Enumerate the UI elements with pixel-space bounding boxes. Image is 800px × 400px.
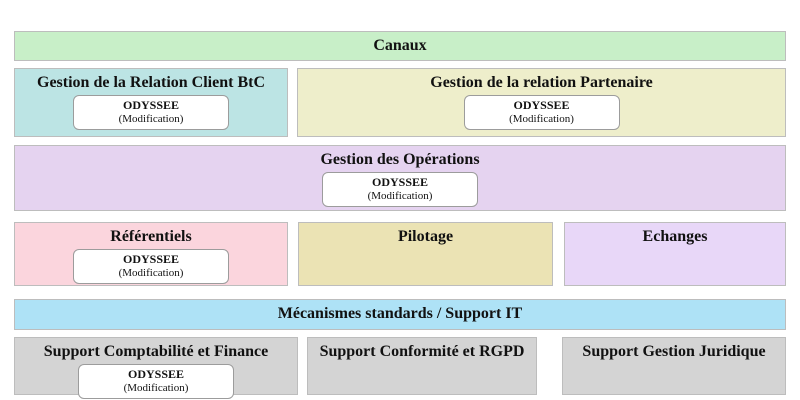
block-referentiels: Référentiels ODYSSEE (Modification) bbox=[14, 222, 288, 286]
app-detail: (Modification) bbox=[118, 266, 184, 279]
odyssee-app-box: ODYSSEE (Modification) bbox=[78, 364, 234, 399]
app-detail: (Modification) bbox=[118, 112, 184, 125]
odyssee-app-box: ODYSSEE (Modification) bbox=[463, 95, 620, 130]
block-gestion-des-operations: Gestion des Opérations ODYSSEE (Modifica… bbox=[14, 145, 786, 211]
block-title-gestion-relation-partenaire: Gestion de la relation Partenaire bbox=[430, 74, 653, 91]
app-detail: (Modification) bbox=[509, 112, 574, 125]
app-name: ODYSSEE bbox=[122, 98, 180, 113]
block-support-conformite-rgpd: Support Conformité et RGPD bbox=[307, 337, 537, 395]
block-support-comptabilite-finance: Support Comptabilité et Finance ODYSSEE … bbox=[14, 337, 298, 399]
block-title-pilotage: Pilotage bbox=[397, 228, 454, 245]
block-title-support-comptabilite-finance: Support Comptabilité et Finance bbox=[43, 343, 269, 360]
block-title-echanges: Echanges bbox=[642, 228, 708, 245]
block-mecanismes-standards-support-it: Mécanismes standards / Support IT bbox=[14, 299, 786, 330]
app-name: ODYSSEE bbox=[122, 252, 180, 267]
block-echanges: Echanges bbox=[564, 222, 786, 286]
block-support-gestion-juridique: Support Gestion Juridique bbox=[562, 337, 786, 395]
block-title-support-gestion-juridique: Support Gestion Juridique bbox=[582, 343, 766, 360]
app-name: ODYSSEE bbox=[127, 367, 185, 382]
block-title-referentiels: Référentiels bbox=[110, 228, 192, 245]
block-canaux: Canaux bbox=[14, 31, 786, 61]
app-name: ODYSSEE bbox=[513, 98, 570, 113]
block-pilotage: Pilotage bbox=[298, 222, 553, 286]
app-name: ODYSSEE bbox=[371, 175, 429, 190]
block-title-canaux: Canaux bbox=[373, 36, 427, 54]
block-title-support-conformite-rgpd: Support Conformité et RGPD bbox=[319, 343, 525, 360]
app-detail: (Modification) bbox=[367, 189, 433, 202]
block-gestion-relation-partenaire: Gestion de la relation Partenaire ODYSSE… bbox=[297, 68, 786, 137]
app-detail: (Modification) bbox=[123, 381, 189, 394]
odyssee-app-box: ODYSSEE (Modification) bbox=[73, 249, 229, 284]
odyssee-app-box: ODYSSEE (Modification) bbox=[73, 95, 229, 130]
block-title-mecanismes-standards: Mécanismes standards / Support IT bbox=[277, 305, 523, 323]
block-title-gestion-des-operations: Gestion des Opérations bbox=[320, 151, 480, 168]
odyssee-app-box: ODYSSEE (Modification) bbox=[322, 172, 478, 207]
block-title-gestion-relation-client-btc: Gestion de la Relation Client BtC bbox=[37, 74, 265, 91]
block-gestion-relation-client-btc: Gestion de la Relation Client BtC ODYSSE… bbox=[14, 68, 288, 137]
